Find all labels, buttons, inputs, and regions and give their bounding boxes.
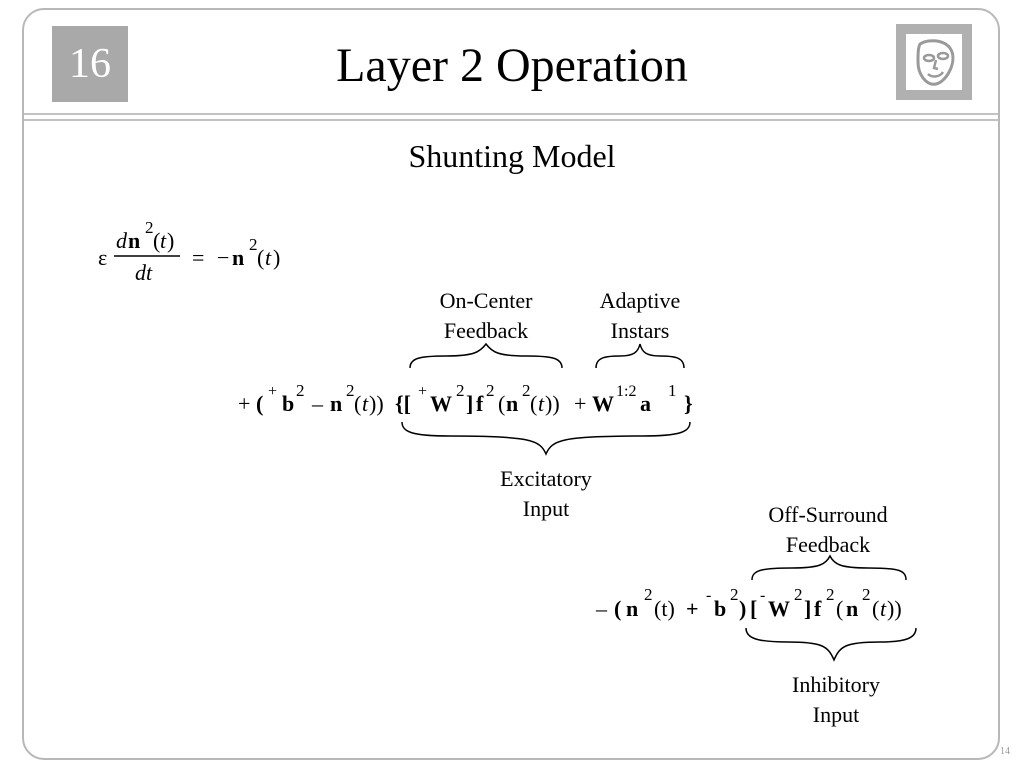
svg-text:2: 2	[486, 381, 495, 400]
svg-text:t: t	[880, 596, 887, 621]
svg-text:(t): (t)	[654, 596, 675, 621]
svg-text:)): ))	[545, 391, 560, 416]
svg-text:{[: {[	[395, 391, 411, 416]
svg-text:–: –	[311, 391, 324, 416]
face-mask-icon	[906, 34, 962, 90]
svg-text:1: 1	[668, 381, 677, 400]
svg-text:t: t	[538, 391, 545, 416]
svg-text:)): ))	[887, 596, 902, 621]
svg-text:+: +	[238, 391, 250, 416]
svg-text:): )	[739, 596, 746, 621]
svg-text:W: W	[430, 391, 452, 416]
svg-text:]: ]	[466, 391, 473, 416]
svg-text:+: +	[686, 596, 699, 621]
svg-text:2: 2	[249, 235, 258, 254]
svg-text:(: (	[354, 391, 361, 416]
svg-text:a: a	[640, 391, 651, 416]
svg-text:): )	[273, 245, 280, 270]
svg-text:t: t	[160, 228, 167, 253]
logo	[896, 24, 972, 100]
svg-text:b: b	[714, 596, 726, 621]
svg-text:(: (	[498, 391, 505, 416]
slide-frame	[22, 8, 1000, 760]
svg-text:2: 2	[296, 381, 305, 400]
page-number: 14	[1000, 746, 1010, 757]
svg-text:(: (	[153, 228, 160, 253]
svg-text:W: W	[768, 596, 790, 621]
label-excitatory-input: Excitatory Input	[500, 466, 592, 521]
svg-text:t: t	[362, 391, 369, 416]
svg-text:-: -	[706, 587, 711, 604]
equation-row-3: – ( n 2 (t) + - b 2 ) [ - W 2 ] f 2 ( n …	[595, 585, 902, 621]
svg-text:f: f	[476, 391, 484, 416]
svg-text:f: f	[814, 596, 822, 621]
svg-text:}: }	[684, 391, 693, 416]
svg-text:dt: dt	[135, 260, 153, 285]
svg-text:)): ))	[369, 391, 384, 416]
label-off-surround-feedback: Off-Surround Feedback	[768, 502, 888, 557]
svg-text:n: n	[506, 391, 518, 416]
svg-text:2: 2	[644, 585, 653, 604]
svg-text:2: 2	[522, 381, 531, 400]
svg-text:n: n	[330, 391, 342, 416]
svg-text:2: 2	[862, 585, 871, 604]
svg-text:2: 2	[794, 585, 803, 604]
svg-text:(: (	[530, 391, 537, 416]
svg-text:d: d	[116, 228, 128, 253]
chapter-number-badge: 16	[52, 26, 128, 102]
svg-text:W: W	[592, 391, 614, 416]
svg-text:): )	[167, 228, 174, 253]
svg-text:ε: ε	[98, 245, 107, 270]
equation-row-1: ε d n 2 ( t ) dt = − n 2 ( t )	[98, 218, 280, 285]
svg-text:]: ]	[804, 596, 811, 621]
brace-excitatory	[401, 421, 691, 456]
brace-on-center	[409, 342, 563, 369]
svg-text:(: (	[614, 596, 621, 621]
header-rule-bottom	[24, 119, 998, 121]
svg-text:−: −	[217, 245, 229, 270]
svg-text:2: 2	[346, 381, 355, 400]
slide-title: Layer 2 Operation	[336, 39, 688, 92]
brace-off-surround	[751, 554, 907, 581]
svg-text:n: n	[128, 228, 140, 253]
svg-text:b: b	[282, 391, 294, 416]
label-on-center-feedback: On-Center Feedback	[439, 288, 533, 343]
svg-text:–: –	[595, 596, 608, 621]
svg-text:-: -	[760, 587, 765, 604]
svg-text:2: 2	[826, 585, 835, 604]
svg-text:t: t	[265, 245, 272, 270]
svg-text:=: =	[192, 245, 204, 270]
label-inhibitory-input: Inhibitory Input	[792, 672, 880, 727]
svg-text:+: +	[268, 383, 277, 400]
svg-text:2: 2	[730, 585, 739, 604]
svg-text:(: (	[257, 245, 264, 270]
svg-text:1:2: 1:2	[616, 383, 636, 400]
svg-text:2: 2	[145, 218, 154, 237]
header-rule-top	[24, 113, 998, 115]
brace-adaptive	[595, 343, 685, 369]
svg-text:n: n	[846, 596, 858, 621]
svg-text:[: [	[750, 596, 757, 621]
svg-text:(: (	[256, 391, 263, 416]
svg-text:+: +	[574, 391, 586, 416]
label-adaptive-instars: Adaptive Instars	[599, 288, 681, 343]
svg-text:n: n	[232, 245, 244, 270]
svg-text:2: 2	[456, 381, 465, 400]
svg-text:(: (	[872, 596, 879, 621]
brace-inhibitory	[745, 627, 917, 662]
slide-subtitle: Shunting Model	[408, 138, 616, 174]
svg-text:+: +	[418, 383, 427, 400]
svg-text:n: n	[626, 596, 638, 621]
svg-text:(: (	[836, 596, 843, 621]
equation-row-2: + ( + b 2 – n 2 ( t )) {[ + W 2 ] f 2 ( …	[238, 381, 693, 416]
